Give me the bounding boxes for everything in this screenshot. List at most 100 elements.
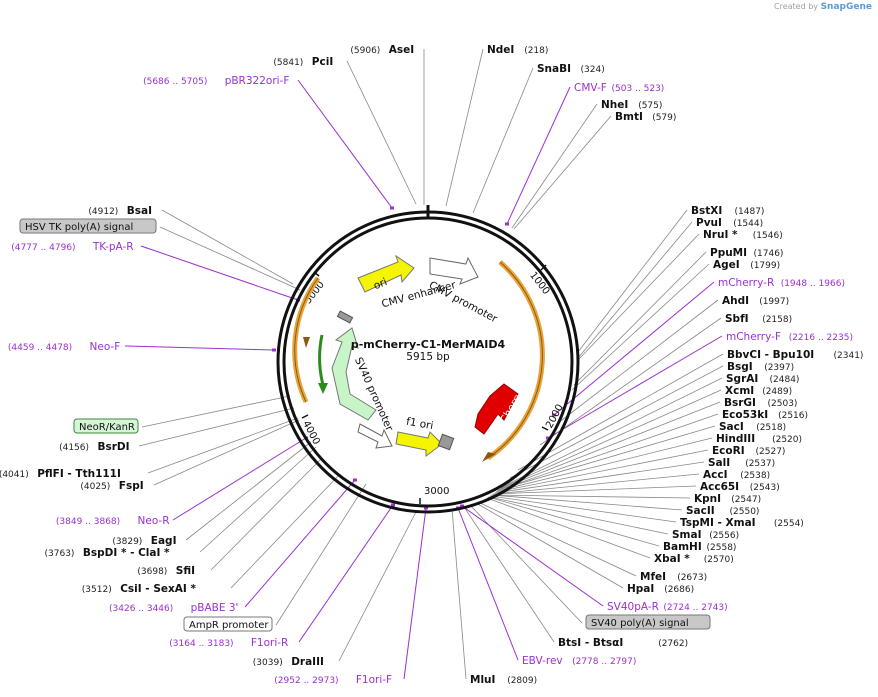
site-label-ecori[interactable]: EcoRI(2527) (712, 445, 785, 457)
enzyme-name: BsgI (727, 361, 753, 373)
primer-position: (5686 .. 5705) (143, 77, 207, 87)
enzyme-position: (2673) (677, 573, 707, 583)
primer-name: Neo-F (90, 341, 121, 353)
site-label-neor[interactable]: Neo-R(3849 .. 3868) (56, 515, 170, 527)
site-label-bsrdi[interactable]: BsrDI(4156) (59, 441, 129, 453)
site-label-bsgi[interactable]: BsgI(2397) (727, 361, 794, 373)
site-label-mcherryr[interactable]: mCherry-R(1948 .. 1966) (718, 277, 845, 289)
site-label-ampr[interactable]: AmpR promoter (183, 616, 273, 632)
site-label-pbabe[interactable]: pBABE 3'(3426 .. 3446) (109, 602, 238, 614)
orf-arc-right-core (487, 261, 543, 459)
enzyme-position: (2554) (774, 519, 804, 529)
primer-site-marker (391, 503, 395, 507)
credit-prefix: Created by (774, 2, 819, 11)
site-label-ebvrev[interactable]: EBV-rev(2778 .. 2797) (522, 655, 636, 667)
site-label-neokan[interactable]: NeoR/KanR (73, 418, 139, 434)
site-label-bbvci[interactable]: BbvCI - Bpu10I(2341) (727, 349, 863, 361)
site-label-agei[interactable]: AgeI(1799) (713, 259, 780, 271)
site-label-cmvf[interactable]: CMV-F(503 .. 523) (574, 82, 664, 94)
site-label-xbai[interactable]: XbaI *(2570) (654, 553, 734, 565)
site-label-ndei[interactable]: NdeI(218) (487, 44, 548, 56)
site-label-pflfi[interactable]: PflFI - Tth111I(4041) (0, 468, 121, 480)
site-label-bamhi[interactable]: BamHI(2558) (663, 541, 736, 553)
site-label-f1orif[interactable]: F1ori-F(2952 .. 2973) (274, 674, 392, 686)
ori-label: ori (372, 276, 389, 292)
site-label-hpai[interactable]: HpaI(2686) (627, 583, 694, 595)
enzyme-name: PvuI (696, 217, 722, 229)
plasmid-length: 5915 bp (406, 351, 450, 363)
site-label-sacii[interactable]: SacII(2550) (686, 505, 759, 517)
site-label-smai[interactable]: SmaI(2556) (672, 529, 739, 541)
site-label-pvui[interactable]: PvuI(1544) (696, 217, 763, 229)
site-label-tkpar[interactable]: TK-pA-R(4777 .. 4796) (11, 241, 133, 253)
leader-line (577, 233, 700, 361)
tick-mark-5000 (313, 271, 320, 277)
site-label-acc65i[interactable]: Acc65I(2543) (700, 481, 780, 493)
site-label-bspdi[interactable]: BspDI * - ClaI *(3763) (45, 547, 171, 559)
site-label-pbr322ori[interactable]: pBR322ori-F(5686 .. 5705) (143, 75, 289, 87)
enzyme-position: (2809) (507, 676, 537, 686)
enzyme-name: BspDI * - ClaI * (83, 547, 170, 559)
leader-line (338, 511, 417, 662)
site-label-sv40polya[interactable]: SV40 poly(A) signal (585, 614, 711, 630)
site-label-eagi[interactable]: EagI(3829) (112, 535, 176, 547)
primer-site-marker (424, 506, 428, 510)
primer-name: CMV-F (574, 82, 607, 94)
site-label-f1orir[interactable]: F1ori-R(3164 .. 3183) (169, 637, 288, 649)
site-label-bsrgi[interactable]: BsrGI(2503) (724, 397, 797, 409)
enzyme-name: NheI (601, 99, 628, 111)
site-label-draiii[interactable]: DraIII(3039) (253, 656, 324, 668)
site-labels: AseI(5906) PciI(5841) pBR322ori-F(5686 .. … (0, 44, 863, 686)
site-label-kpni[interactable]: KpnI (2547) (694, 493, 761, 505)
site-label-snabi[interactable]: SnaBI(324) (537, 63, 605, 75)
enzyme-name: BsrDI (98, 441, 130, 453)
site-label-nhei[interactable]: NheI(575) (601, 99, 662, 111)
site-label-eco53ki[interactable]: Eco53kI(2516) (722, 409, 808, 421)
site-label-acci[interactable]: AccI(2538) (703, 469, 770, 481)
site-label-neof[interactable]: Neo-F(4459 .. 4478) (8, 341, 120, 353)
leader-line (513, 115, 612, 230)
site-label-mcherryf[interactable]: mCherry-F(2216 .. 2235) (726, 331, 853, 343)
primer-site-marker (272, 348, 276, 352)
enzyme-name: BsaI (127, 205, 152, 217)
site-label-sv40par[interactable]: SV40pA-R(2724 .. 2743) (607, 601, 728, 613)
enzyme-position: (2341) (834, 351, 864, 361)
enzyme-name: BstXI (691, 205, 722, 217)
leader-line (493, 473, 700, 495)
site-label-sfii[interactable]: SfiI(3698) (137, 565, 195, 577)
enzyme-position: (4025) (80, 482, 110, 492)
site-label-mfei[interactable]: MfeI (2673) (640, 571, 707, 583)
site-label-ppumi[interactable]: PpuMI(1746) (710, 247, 783, 259)
site-label-mlui[interactable]: MluI(2809) (470, 674, 537, 686)
site-label-xcmi[interactable]: XcmI(2489) (725, 385, 792, 397)
site-label-nrui[interactable]: NruI *(1546) (703, 229, 783, 241)
site-label-hsvtk[interactable]: HSV TK poly(A) signal (19, 218, 157, 234)
enzyme-name: KpnI (694, 493, 721, 505)
enzyme-name: AseI (389, 44, 414, 56)
leader-line (491, 494, 691, 499)
site-label-asei[interactable]: AseI(5906) (350, 44, 414, 56)
site-label-sali[interactable]: SalI(2537) (708, 457, 775, 469)
site-label-bmti[interactable]: BmtI(579) (615, 111, 676, 123)
enzyme-position: (2547) (731, 495, 761, 505)
site-label-fspi[interactable]: FspI(4025) (80, 480, 143, 492)
site-label-bstxi[interactable]: BstXI(1487) (691, 205, 764, 217)
site-label-pcii[interactable]: PciI(5841) (273, 56, 333, 68)
leader-line (487, 496, 660, 547)
enzyme-name: MfeI (640, 571, 666, 583)
leader-line (553, 281, 715, 416)
site-label-ahdi[interactable]: AhdI(1997) (722, 295, 789, 307)
site-label-tspmi[interactable]: TspMI - XmaI(2554) (680, 517, 804, 529)
enzyme-position: (218) (524, 46, 548, 56)
site-label-hindiii[interactable]: HindIII(2520) (716, 433, 802, 445)
site-label-csii[interactable]: CsiI - SexAI *(3512) (82, 583, 197, 595)
enzyme-position: (1997) (759, 297, 789, 307)
site-label-sgrai[interactable]: SgrAI(2484) (726, 373, 799, 385)
orf-arc-right-arrowhead (482, 452, 496, 462)
site-label-sbfi[interactable]: SbfI(2158) (725, 313, 792, 325)
site-label-saci[interactable]: SacI(2518) (719, 421, 786, 433)
enzyme-position: (579) (652, 113, 676, 123)
leader-line (489, 495, 677, 523)
site-label-btsi[interactable]: BtsI - BtsαI(2762) (558, 637, 688, 649)
site-label-bsai[interactable]: BsaI(4912) (88, 205, 152, 217)
